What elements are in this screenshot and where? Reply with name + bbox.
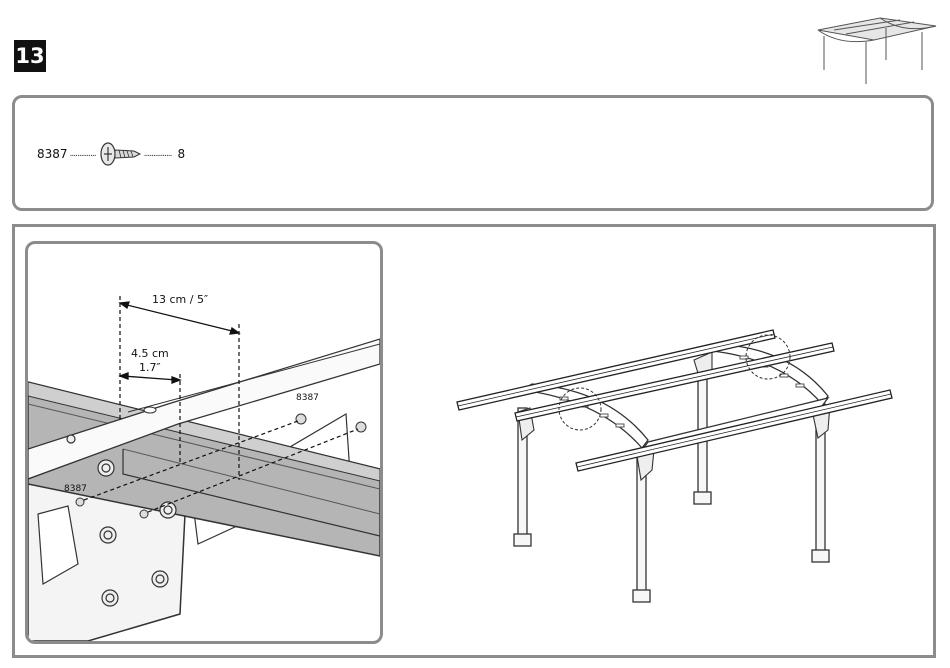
carport-frame-drawing	[0, 0, 950, 668]
